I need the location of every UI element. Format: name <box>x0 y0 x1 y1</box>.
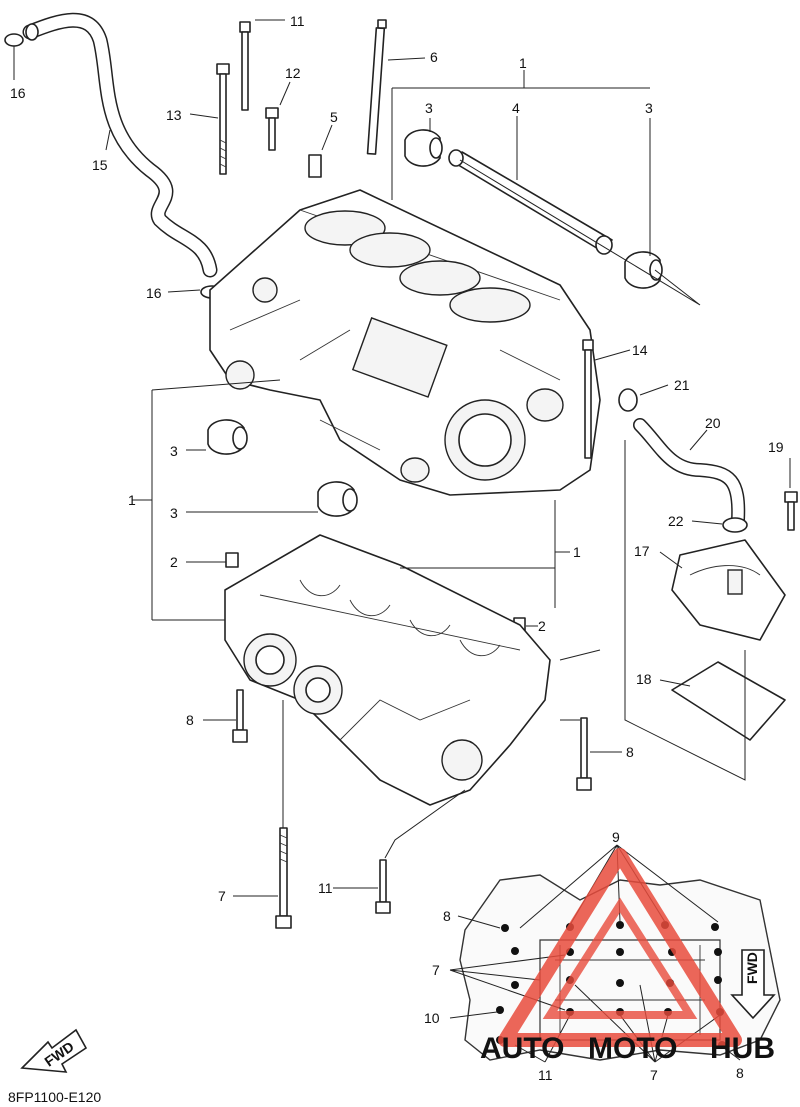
bolt-8-right <box>576 717 592 791</box>
callout-19: 19 <box>768 439 784 455</box>
bolt-13 <box>216 63 230 175</box>
callout-12: 12 <box>285 65 301 81</box>
callout-16-mid: 16 <box>146 285 162 301</box>
callout-6: 6 <box>430 49 438 65</box>
callout-17: 17 <box>634 543 650 559</box>
damper-3-mid-a <box>207 419 248 455</box>
callout-21: 21 <box>674 377 690 393</box>
callout-8-inset: 8 <box>443 908 451 924</box>
callout-3-mid-b: 3 <box>170 505 178 521</box>
callout-15: 15 <box>92 157 108 173</box>
callout-11-lower: 11 <box>318 880 333 896</box>
collar-shaft-4 <box>448 149 613 255</box>
callout-8-right: 8 <box>626 744 634 760</box>
dowel-pin-2-left <box>225 552 239 568</box>
damper-3-mid-b <box>317 481 358 517</box>
callout-18: 18 <box>636 671 652 687</box>
callout-8-left: 8 <box>186 712 194 728</box>
fwd-arrow: FWD <box>20 1028 88 1073</box>
gasket-18 <box>671 661 786 741</box>
lower-crankcase <box>224 534 551 806</box>
dowel-pin-5 <box>308 154 322 178</box>
stud-bolt-14 <box>582 339 594 459</box>
callout-1-top: 1 <box>519 55 527 71</box>
callout-3-top-left: 3 <box>425 100 433 116</box>
breather-cover-17 <box>671 539 786 641</box>
clip-21 <box>618 388 638 412</box>
callout-13: 13 <box>166 107 182 123</box>
watermark-logo: AUTO MOTO HUB <box>480 848 775 1065</box>
callout-7: 7 <box>218 888 226 904</box>
bolt-pattern-inset: FWD <box>449 844 781 1063</box>
callout-22: 22 <box>668 513 684 529</box>
callout-14: 14 <box>632 342 648 358</box>
callout-20: 20 <box>705 415 721 431</box>
stud-bolt-6 <box>366 19 387 155</box>
bolt-11-lower <box>375 859 391 914</box>
callout-5: 5 <box>330 109 338 125</box>
callout-7-inset-bottom: 7 <box>650 1067 658 1083</box>
damper-3-right <box>624 251 663 289</box>
watermark-brand-mid: MOTO <box>588 1032 677 1065</box>
callout-7-inset-left: 7 <box>432 962 440 978</box>
callout-16-top: 16 <box>10 85 26 101</box>
callout-2-right: 2 <box>538 618 546 634</box>
fwd-arrow-label-inset: FWD <box>744 952 760 984</box>
callout-labels: 16 15 13 11 12 5 6 1 3 4 3 16 14 21 20 1… <box>10 13 784 1083</box>
callout-8-inset-bottom: 8 <box>736 1065 744 1081</box>
callout-11-top: 11 <box>290 13 305 29</box>
bolt-11-top <box>239 21 251 111</box>
callout-10: 10 <box>424 1010 440 1026</box>
bolt-12 <box>265 107 279 151</box>
hose-clamp-16-top <box>4 33 24 47</box>
diagram-code: 8FP1100-E120 <box>8 1089 101 1105</box>
leader-lines <box>13 19 791 897</box>
hose-20 <box>633 418 746 527</box>
callout-1-right: 1 <box>573 544 581 560</box>
callout-2-left: 2 <box>170 554 178 570</box>
callout-9: 9 <box>612 829 620 845</box>
callout-1-left: 1 <box>128 492 136 508</box>
damper-3-left <box>404 129 443 167</box>
bolt-19 <box>784 491 798 531</box>
callout-3-mid-a: 3 <box>170 443 178 459</box>
watermark-brand-right: HUB <box>710 1032 775 1065</box>
bolt-7 <box>275 827 292 929</box>
bolt-8-left <box>232 689 248 743</box>
watermark-brand-left: AUTO <box>480 1032 564 1065</box>
upper-crankcase <box>209 189 601 496</box>
hose-15 <box>22 12 218 278</box>
callout-3-top-right: 3 <box>645 100 653 116</box>
callout-4: 4 <box>512 100 520 116</box>
callout-11-inset: 11 <box>538 1067 553 1083</box>
hose-clamp-22 <box>722 517 748 533</box>
